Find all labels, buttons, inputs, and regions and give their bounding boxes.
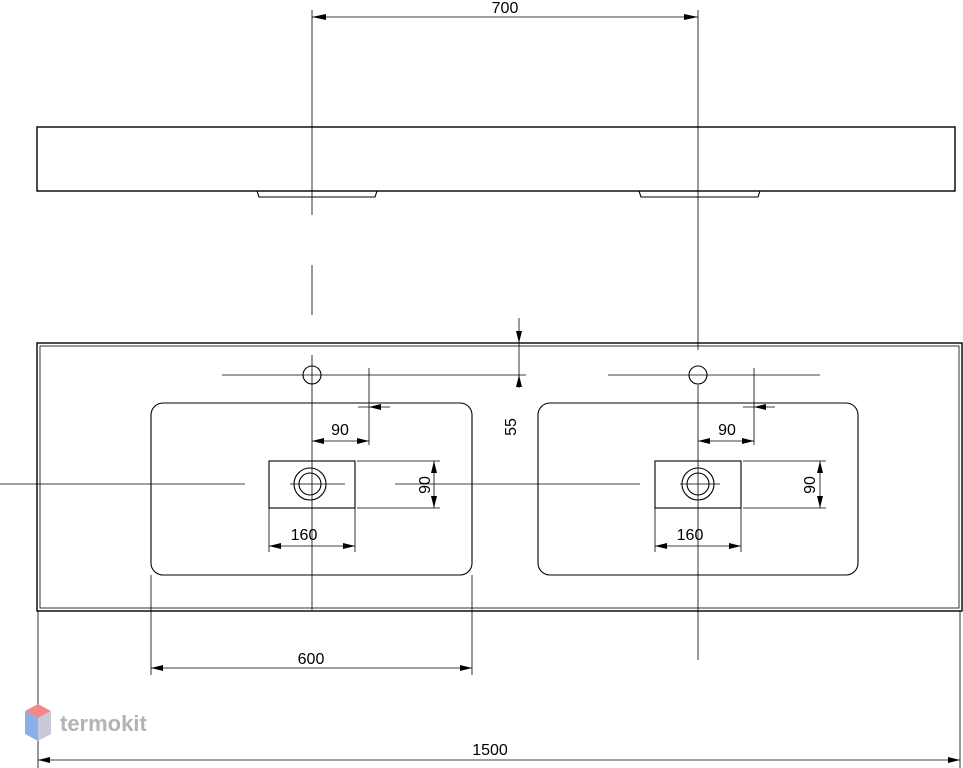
countertop-outer [36,342,963,612]
dimension-right-drain-width: 160 [654,508,742,552]
dimension-right-drain-offset: 90 [698,368,775,445]
right-drain-width-label: 160 [677,527,704,544]
faucet-offset-label: 55 [503,418,520,436]
top-view [0,342,963,660]
dimension-faucet-offset: 55 [503,318,522,436]
left-bowl [150,402,473,576]
left-drain-width-label: 160 [291,527,318,544]
side-view-drain-right [638,190,761,198]
dimension-right-drain-height: 90 [743,460,826,509]
countertop-inner [39,345,960,609]
dimension-bowl-width: 600 [150,575,473,675]
dimension-left-drain-offset: 90 [312,368,390,445]
bowl-width-label: 600 [298,651,325,668]
right-drain-height-label: 90 [802,476,819,494]
termokit-watermark: termokit [25,704,147,741]
side-view-slab [36,126,956,192]
termokit-logo-text: termokit [60,711,147,736]
right-drain-offset-label: 90 [718,422,736,439]
total-width-label: 1500 [472,742,508,759]
side-view-drain-left [256,190,378,198]
termokit-logo-icon [25,704,51,741]
dimension-total-width: 1500 [37,611,961,768]
center-distance-label: 700 [492,0,519,17]
dimension-left-drain-height: 90 [357,460,440,509]
dimension-left-drain-width: 160 [268,508,356,552]
left-drain-offset-label: 90 [331,422,349,439]
left-drain-height-label: 90 [417,476,434,494]
side-view [36,10,956,350]
dimension-center-distance: 700 [312,0,698,20]
